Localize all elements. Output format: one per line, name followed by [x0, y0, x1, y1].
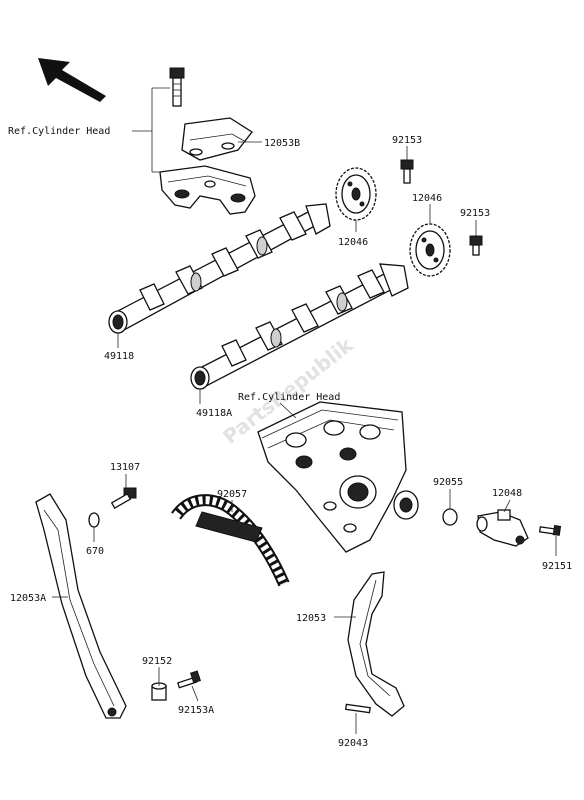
label-12053A: 12053A	[10, 593, 46, 604]
label-49118A: 49118A	[196, 408, 232, 419]
label-92151: 92151	[542, 561, 572, 572]
label-12053: 12053	[296, 613, 326, 624]
front-direction-arrow	[38, 58, 106, 102]
label-92043: 92043	[338, 738, 368, 749]
label-92055: 92055	[433, 477, 463, 488]
washer-670	[88, 512, 100, 528]
sprocket-lower	[409, 223, 451, 277]
sprocket-upper	[335, 167, 377, 221]
label-92153A: 92153A	[178, 705, 214, 716]
bolt-92153-upper	[400, 159, 414, 184]
bolt-92153-lower	[469, 235, 483, 256]
o-ring-92055	[442, 508, 458, 526]
bolt-92153A	[177, 670, 201, 689]
ref-cylinder-head-label-1: Ref.Cylinder Head	[8, 126, 110, 137]
label-13107: 13107	[110, 462, 140, 473]
ref-cylinder-head-label-2: Ref.Cylinder Head	[238, 392, 340, 403]
label-92152: 92152	[142, 656, 172, 667]
label-670: 670	[86, 546, 104, 557]
pin-92043	[344, 703, 371, 714]
tensioner-12048	[476, 509, 529, 547]
label-92153-lower: 92153	[460, 208, 490, 219]
label-49118: 49118	[104, 351, 134, 362]
label-92153-upper: 92153	[392, 135, 422, 146]
camshaft-cap-assembly	[159, 67, 256, 215]
bolt-13107	[110, 487, 137, 509]
cam-chain-92057	[171, 494, 290, 587]
label-12053B: 12053B	[264, 138, 300, 149]
chain-guide-12053	[347, 571, 405, 717]
label-12046-upper: 12046	[412, 193, 442, 204]
camshaft-49118	[108, 203, 331, 334]
label-12048: 12048	[492, 488, 522, 499]
ref-bracket	[132, 87, 170, 173]
label-12046-lower: 12046	[338, 237, 368, 248]
bolt-92151	[538, 525, 562, 536]
chain-guide-12053A	[35, 493, 127, 719]
cylinder-head	[257, 401, 419, 553]
camshaft-49118A	[190, 263, 409, 390]
label-92057: 92057	[217, 489, 247, 500]
